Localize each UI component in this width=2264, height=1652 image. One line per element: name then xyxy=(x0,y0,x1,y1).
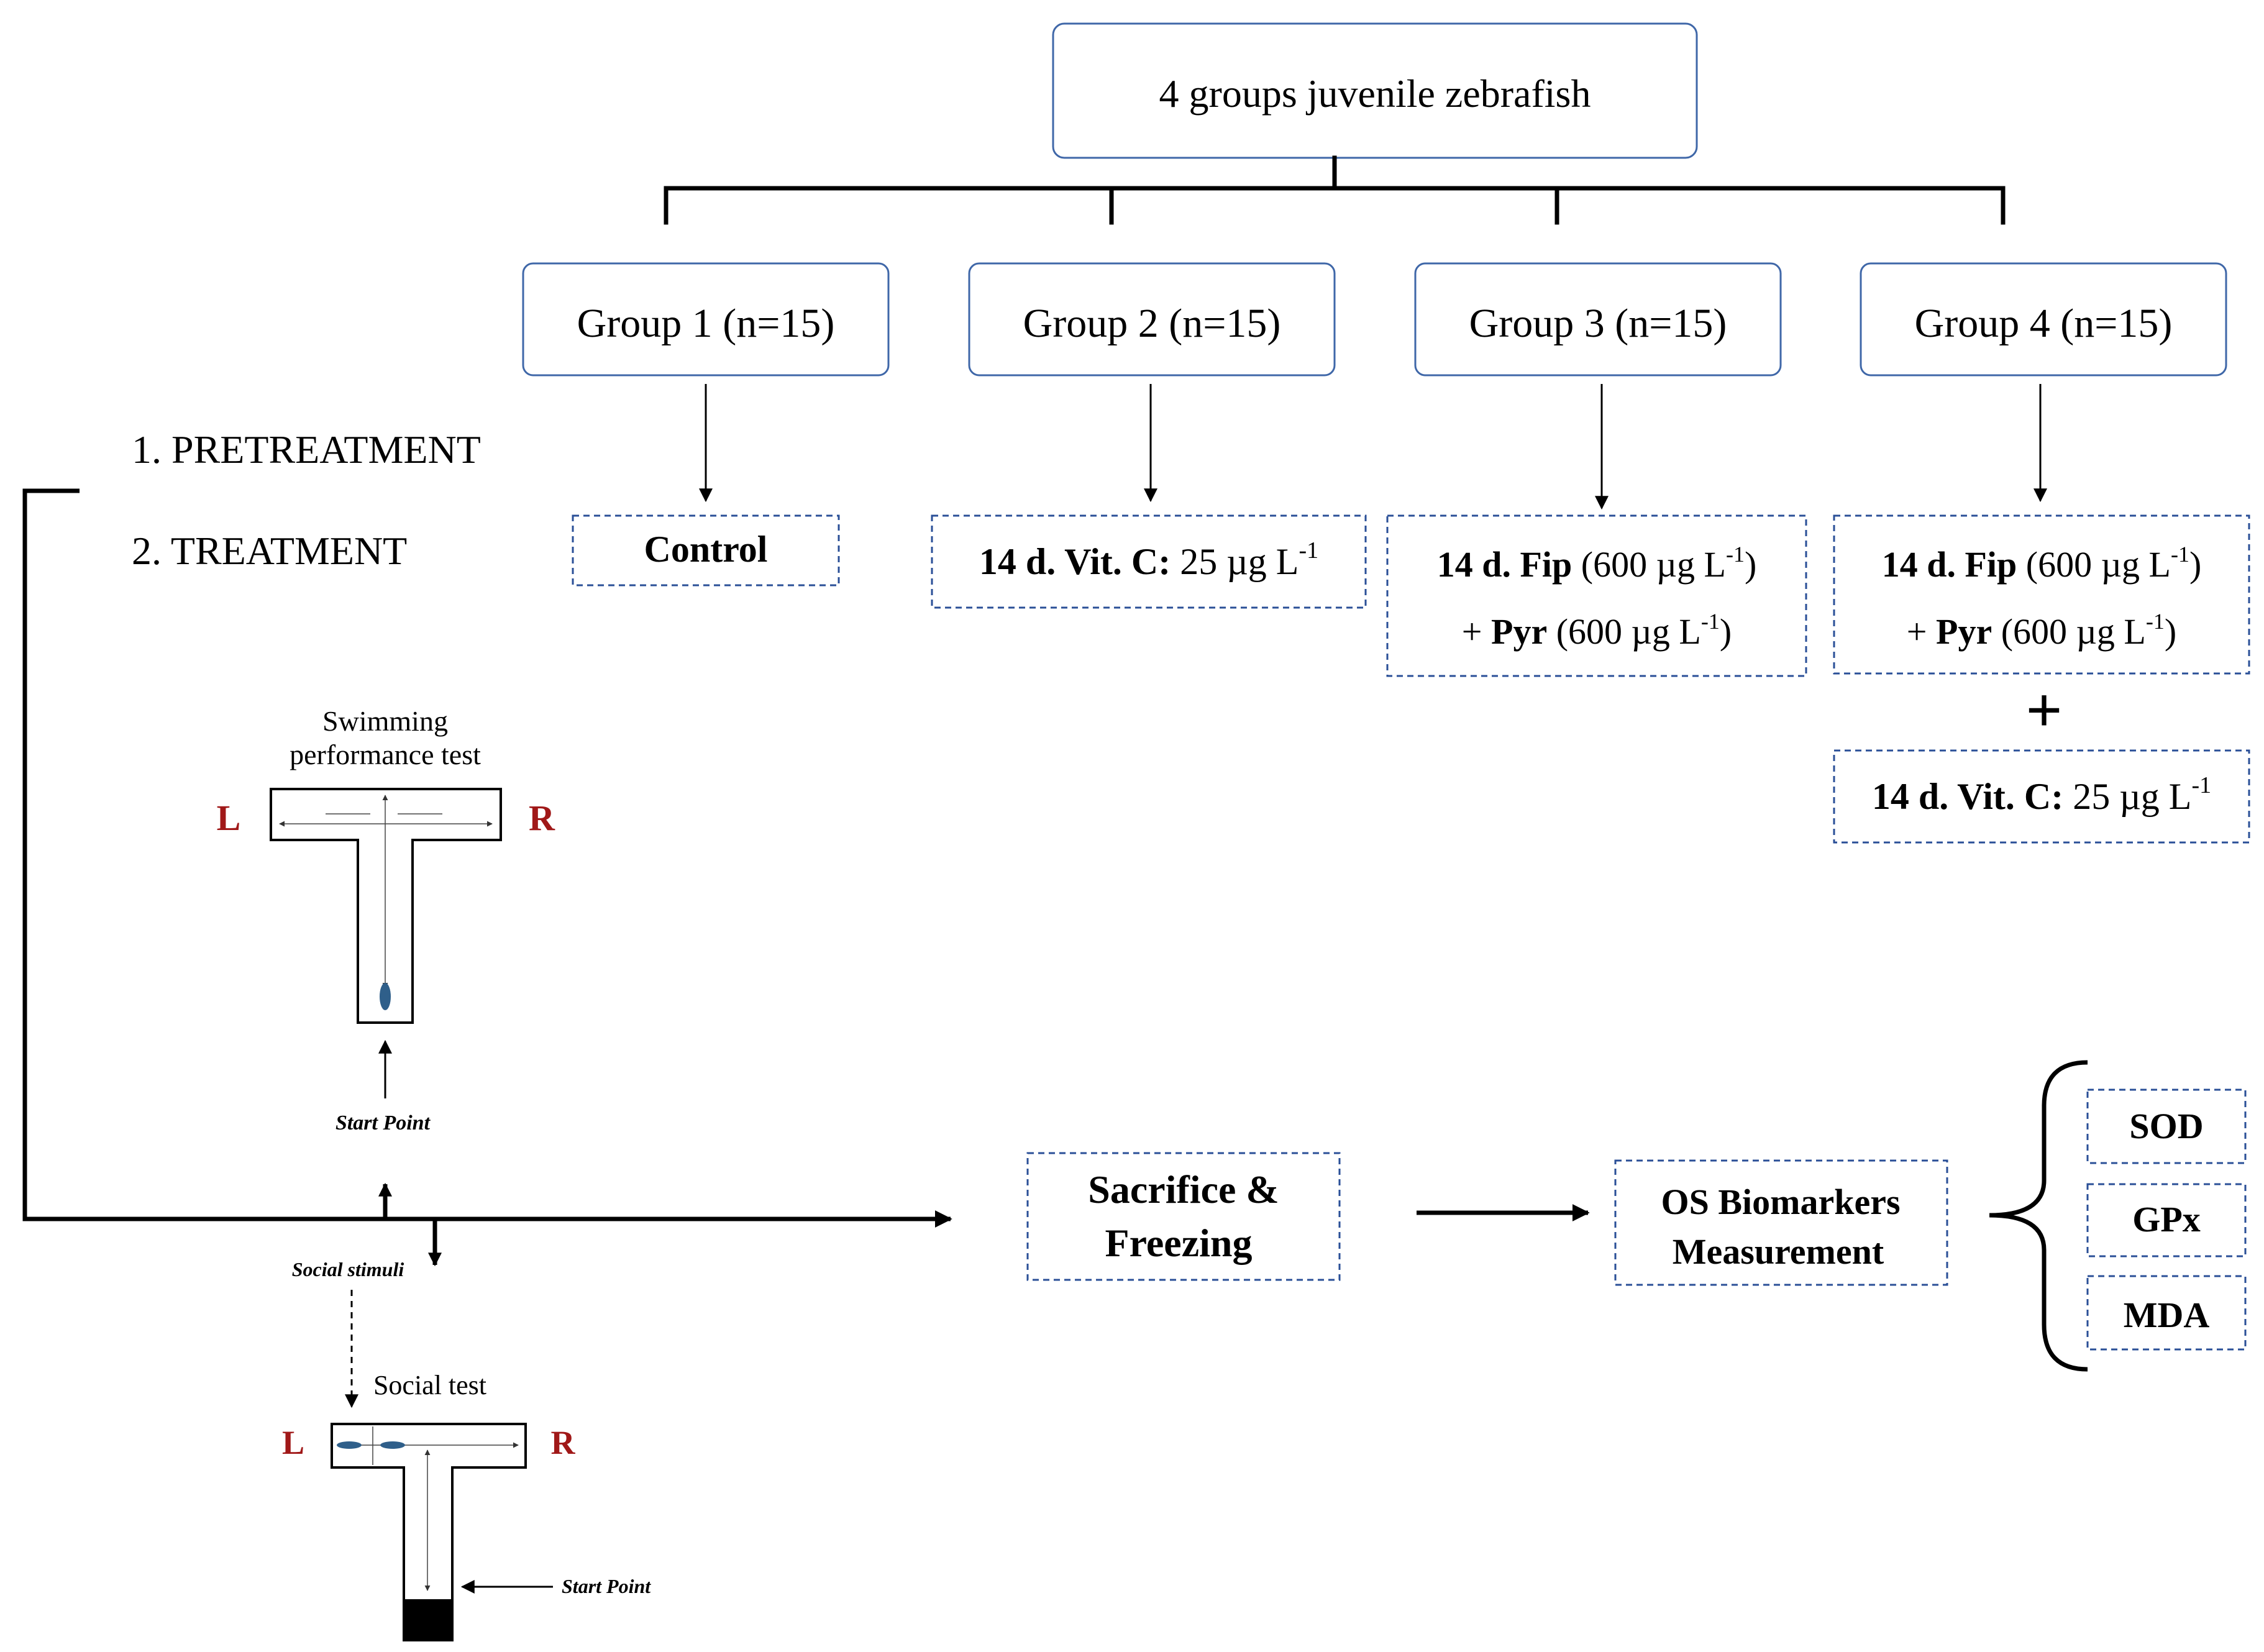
sacrifice-line-1: Sacrifice & xyxy=(1088,1167,1279,1212)
sacrifice-node: Sacrifice & Freezing xyxy=(1026,1152,1341,1281)
social-title: Social test xyxy=(373,1370,486,1400)
group-4-label: Group 4 (n=15) xyxy=(1915,301,2173,346)
group-arrows xyxy=(699,384,2047,510)
pyr-line-g4: + Pyr (600 µg L-1) xyxy=(1907,609,2176,652)
mda-label: MDA xyxy=(2124,1295,2210,1335)
biomarker-sod: SOD xyxy=(2086,1088,2247,1164)
vitc-text: 14 d. Vit. C: 25 µg L-1 xyxy=(979,537,1318,582)
title-node: 4 groups juvenile zebrafish xyxy=(1052,22,1698,159)
group-2-node: Group 2 (n=15) xyxy=(968,262,1336,376)
treatment-fip-pyr-vitc: 14 d. Fip (600 µg L-1) + Pyr (600 µg L-1… xyxy=(1833,514,2250,844)
swim-left-label: L xyxy=(217,798,241,838)
social-test: Social stimuli Social test L R Start Poi… xyxy=(282,1258,651,1641)
social-left-label: L xyxy=(282,1424,304,1461)
vitc-text-g4: 14 d. Vit. C: 25 µg L-1 xyxy=(1872,772,2211,817)
social-start-label: Start Point xyxy=(562,1575,651,1597)
treatment-fip-pyr: 14 d. Fip (600 µg L-1) + Pyr (600 µg L-1… xyxy=(1386,514,1807,677)
sacrifice-line-2: Freezing xyxy=(1105,1221,1253,1265)
fish-icon xyxy=(380,983,391,1010)
group-1-node: Group 1 (n=15) xyxy=(522,262,890,376)
subject-fish-icon xyxy=(380,1441,405,1449)
pyr-line: + Pyr (600 µg L-1) xyxy=(1462,609,1732,652)
swim-title-1: Swimming xyxy=(322,705,448,737)
biomarker-gpx: GPx xyxy=(2086,1183,2247,1257)
gpx-label: GPx xyxy=(2132,1199,2201,1239)
curly-brace xyxy=(1989,1060,2088,1372)
swim-title-2: performance test xyxy=(290,739,481,770)
group-1-label: Group 1 (n=15) xyxy=(577,301,835,346)
os-node: OS Biomarkers Measurement xyxy=(1614,1159,1948,1286)
swim-right-label: R xyxy=(529,798,555,838)
start-chamber xyxy=(404,1599,452,1640)
fip-line: 14 d. Fip (600 µg L-1) xyxy=(1437,542,1757,585)
group-2-label: Group 2 (n=15) xyxy=(1023,301,1281,346)
treatment-vitc: 14 d. Vit. C: 25 µg L-1 xyxy=(931,514,1367,609)
sod-label: SOD xyxy=(2129,1106,2203,1146)
treatment-control: Control xyxy=(572,514,840,586)
fip-line-g4: 14 d. Fip (600 µg L-1) xyxy=(1882,542,2202,585)
phase-pretreatment: 1. PRETREATMENT xyxy=(132,427,481,472)
group-3-node: Group 3 (n=15) xyxy=(1414,262,1782,376)
main-flow xyxy=(22,488,952,1267)
swim-start-label: Start Point xyxy=(335,1111,431,1134)
phase-treatment: 2. TREATMENT xyxy=(132,529,407,573)
social-stimuli-label: Social stimuli xyxy=(292,1258,404,1280)
group-4-node: Group 4 (n=15) xyxy=(1860,262,2227,376)
os-line-1: OS Biomarkers xyxy=(1661,1182,1900,1222)
title-text: 4 groups juvenile zebrafish xyxy=(1159,71,1591,116)
os-line-2: Measurement xyxy=(1673,1231,1884,1272)
tree-connector xyxy=(664,155,2006,225)
swimming-test: Swimming performance test L R Start Poin… xyxy=(217,705,555,1134)
control-label: Control xyxy=(644,529,768,570)
stimulus-fish-icon xyxy=(337,1441,362,1449)
biomarker-mda: MDA xyxy=(2086,1275,2247,1351)
group-3-label: Group 3 (n=15) xyxy=(1469,301,1727,346)
plus-sign: + xyxy=(2025,675,2062,746)
social-right-label: R xyxy=(551,1424,576,1461)
